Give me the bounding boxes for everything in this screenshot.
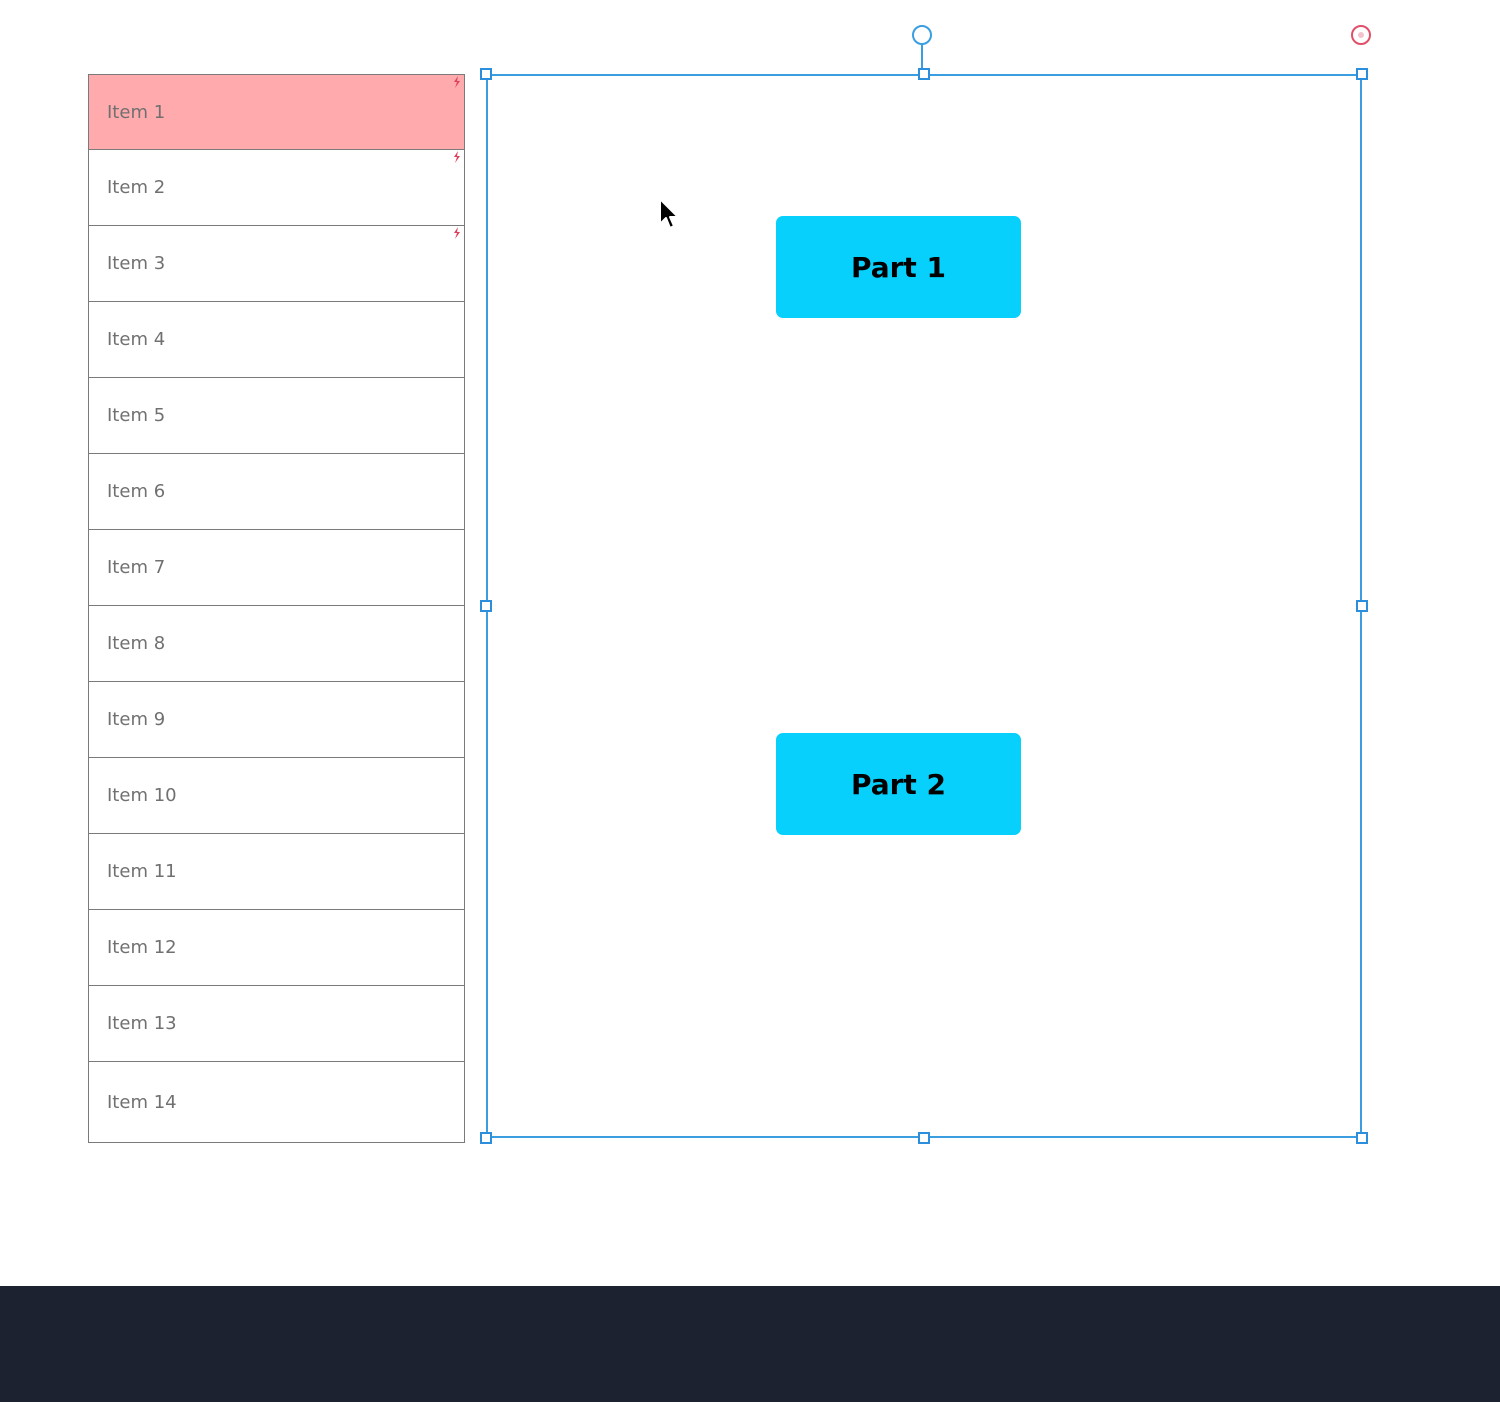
list-item[interactable]: Item 3 <box>88 226 465 302</box>
resize-handle-bottom-center[interactable] <box>918 1132 930 1144</box>
list-item[interactable]: Item 10 <box>88 758 465 834</box>
list-item-label: Item 3 <box>107 253 166 274</box>
list-item[interactable]: Item 4 <box>88 302 465 378</box>
design-canvas[interactable]: Item 1 Item 2 Item 3 Item 4 Item 5 Item 6 Item… <box>0 0 1500 1286</box>
list-item-label: Item 13 <box>107 1013 177 1034</box>
list-item[interactable]: Item 14 <box>88 1062 465 1143</box>
list-item-label: Item 14 <box>107 1091 177 1113</box>
list-item[interactable]: Item 13 <box>88 986 465 1062</box>
list-item[interactable]: Item 12 <box>88 910 465 986</box>
lightning-icon <box>454 151 460 163</box>
list-item[interactable]: Item 9 <box>88 682 465 758</box>
resize-handle-top-center[interactable] <box>918 68 930 80</box>
list-item-label: Item 5 <box>107 405 166 426</box>
delete-handle-icon[interactable] <box>1351 25 1371 45</box>
resize-handle-top-right[interactable] <box>1356 68 1368 80</box>
rotate-handle-stem <box>921 44 923 68</box>
list-item-label: Item 12 <box>107 937 177 958</box>
list-item[interactable]: Item 5 <box>88 378 465 454</box>
list-item-label: Item 11 <box>107 861 177 882</box>
list-item[interactable]: Item 6 <box>88 454 465 530</box>
list-item-label: Item 9 <box>107 709 166 730</box>
list-item[interactable]: Item 2 <box>88 150 465 226</box>
mouse-pointer-icon <box>659 198 679 229</box>
lightning-icon <box>454 76 460 88</box>
list-item[interactable]: Item 1 <box>88 74 465 150</box>
resize-handle-bottom-right[interactable] <box>1356 1132 1368 1144</box>
list-item-label: Item 8 <box>107 633 166 654</box>
list-item-label: Item 7 <box>107 557 166 578</box>
part-2-button[interactable]: Part 2 <box>776 733 1021 835</box>
resize-handle-middle-right[interactable] <box>1356 600 1368 612</box>
list-item[interactable]: Item 11 <box>88 834 465 910</box>
list-item[interactable]: Item 8 <box>88 606 465 682</box>
resize-handle-top-left[interactable] <box>480 68 492 80</box>
resize-handle-middle-left[interactable] <box>480 600 492 612</box>
resize-handle-bottom-left[interactable] <box>480 1132 492 1144</box>
list-item-label: Item 10 <box>107 785 177 806</box>
list-item-label: Item 2 <box>107 177 166 198</box>
bottom-bar <box>0 1286 1500 1402</box>
list-item-label: Item 1 <box>107 101 166 123</box>
list-item-label: Item 6 <box>107 481 166 502</box>
lightning-icon <box>454 227 460 239</box>
item-list: Item 1 Item 2 Item 3 Item 4 Item 5 Item 6 Item… <box>88 74 465 1143</box>
part-1-button[interactable]: Part 1 <box>776 216 1021 318</box>
list-item[interactable]: Item 7 <box>88 530 465 606</box>
list-item-label: Item 4 <box>107 329 166 350</box>
rotate-handle-icon[interactable] <box>912 25 932 45</box>
